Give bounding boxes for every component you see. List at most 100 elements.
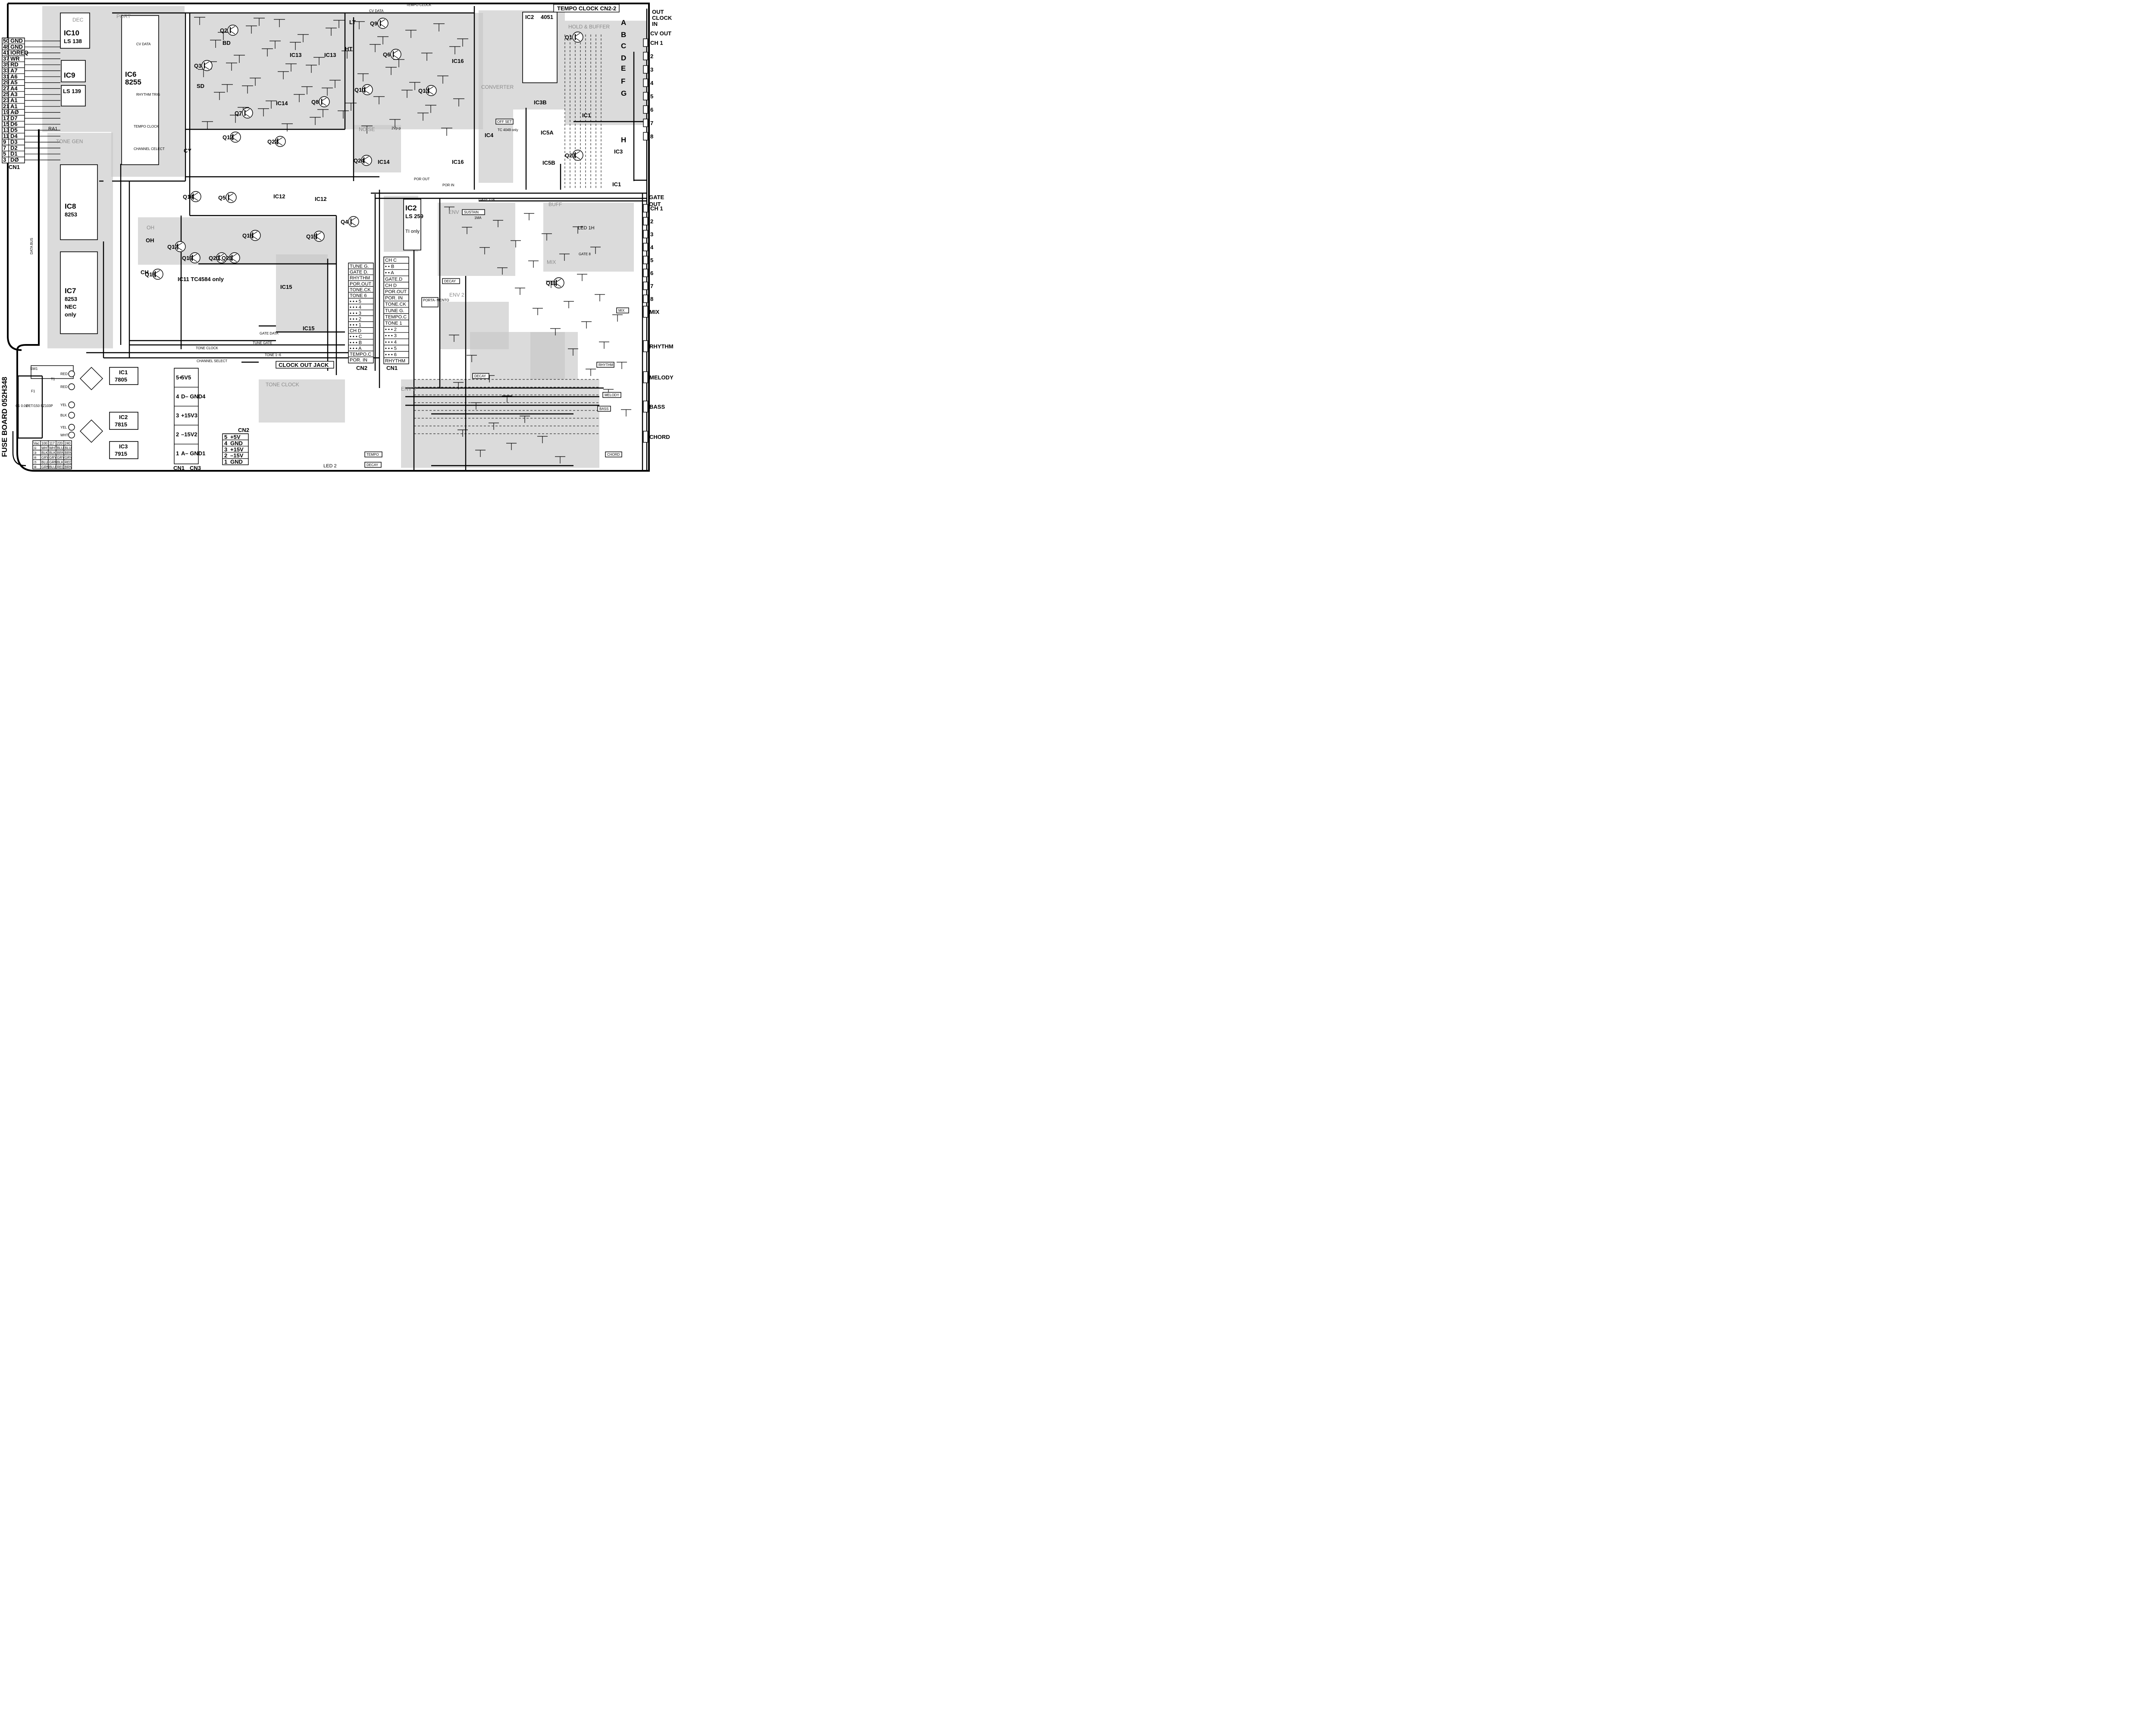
volt-cell: BRN [65, 451, 72, 455]
cn1-pin-name: A5 [10, 79, 18, 86]
tone-clock-signal: TONE CLOCK [196, 346, 219, 350]
regulator-name: IC3 [119, 443, 128, 450]
ic2-4051-name: IC2 [525, 14, 534, 20]
cn1-mid-pin: CH C [385, 258, 397, 263]
regulator-part: 7815 [115, 421, 127, 428]
power-cn2-name: GND [230, 440, 243, 446]
gate-out-channel: 5 [650, 257, 653, 263]
cn1-pin-number: 31 [3, 73, 9, 80]
volt-cell: BLU [41, 460, 48, 464]
ic4-label: IC4 [485, 132, 494, 138]
ic3b-label: IC3B [534, 99, 547, 106]
hold-letter: F [621, 77, 625, 85]
volt-cell: GRY [49, 456, 57, 460]
sustain-label: SUSTAIN [464, 210, 479, 214]
cn1-pin-name: A7 [10, 67, 18, 74]
transistor-label: Q16 [242, 232, 253, 239]
hold-letter: A [621, 19, 626, 27]
power-cn2-pin: 5 [224, 434, 227, 440]
power-cn2-name: +15V [230, 446, 244, 453]
cn1-pin-name: D1 [10, 150, 18, 157]
power-cn2-pin: 4 [224, 440, 228, 446]
volt-cell: RED [65, 460, 72, 464]
cn2-mid-pin: • • • 1 [350, 322, 361, 328]
volt-header: 220 [57, 441, 63, 445]
cn1-pin-number: 37 [3, 55, 9, 62]
hold-letter: B [621, 31, 626, 39]
volt-cell: WHT [41, 446, 49, 450]
cn1-pin-number: 41 [3, 50, 9, 56]
cn1-pin-number: 23 [3, 97, 9, 103]
cn1-mid-pin: • • • 4 [385, 340, 397, 345]
gate-out-2: OUT [649, 201, 661, 207]
ic10-name: IC10 [64, 29, 79, 37]
drum-cy: CY [184, 147, 191, 154]
cn1-mid-pin: • • • 6 [385, 352, 397, 357]
cn1-pin-number: 29 [3, 79, 9, 86]
cn2-mid-pin: TEMPO.C [350, 352, 371, 357]
led1h-label: LED 1H [578, 225, 595, 231]
ic6-rhythm-label: RHYTHM TRIG [136, 93, 160, 97]
ic3-label: IC3 [614, 148, 623, 155]
cn1-pin-number: 35 [3, 61, 9, 68]
cn3-power-label: CN3 [190, 465, 201, 471]
gate-out-channel: 6 [650, 270, 653, 276]
volt-cell: BLU [65, 446, 72, 450]
out-clock-label: OUT [652, 9, 664, 15]
volt-cell: WHT [49, 446, 57, 450]
power-cn1-left: 4 [176, 393, 179, 400]
tune-gate-signal: TUNE GATE [253, 341, 272, 345]
ic16-label: IC16 [452, 58, 464, 64]
volt-cell: ④ [34, 456, 37, 460]
ic8-name: IC8 [65, 202, 76, 210]
cv-out-channel: 7 [650, 120, 653, 126]
volt-header: Vac [34, 441, 39, 445]
volt-header: 117 [49, 441, 55, 445]
volt-cell: BLK [57, 460, 64, 464]
f1-label: F1 [31, 389, 35, 393]
cn1-pin-name: IOREQ [10, 50, 28, 56]
cn1-pin-name: A6 [10, 73, 18, 80]
audio-out-label: RHYTHM [649, 343, 674, 350]
decay-label: DECAY [444, 279, 456, 283]
wiring-traces [86, 6, 648, 470]
cn1-pin-name: A1 [10, 103, 18, 110]
ic2-ls259-name: IC2 [405, 204, 417, 212]
volt-cell: RED [57, 465, 64, 469]
gate-out-channel: 3 [650, 231, 653, 238]
t1-label: T1 [51, 377, 55, 381]
decay2-label: DECAY [474, 374, 486, 378]
led2-label: LED 2 [323, 463, 337, 469]
cn1-pin-number: 17 [3, 115, 9, 121]
volt-cell: BLU [57, 446, 64, 450]
transistor-label: Q20 [209, 255, 219, 261]
tempo-knob-label: TEMPO [367, 453, 379, 457]
cn1-mid-pin: • • • 3 [385, 333, 397, 338]
cn1-pin-number: 48 [3, 44, 9, 50]
cn1-pin-name: D6 [10, 121, 18, 127]
oh-ghost: OH [147, 225, 154, 231]
data-bus-label: DATA BUS [30, 238, 34, 254]
ic5a-label: IC5A [541, 129, 554, 136]
board-title: FUSE BOARD 052H348 [0, 377, 9, 457]
cn1-pin-name: D7 [10, 115, 18, 121]
ic6-name: IC6 [125, 70, 136, 78]
power-cn1-right: D– GND4 [181, 393, 206, 400]
drum-lt: LT [349, 19, 356, 25]
wire-color: YEL [60, 426, 67, 429]
cn1-mid-pin: TUNE G. [385, 308, 404, 313]
transistor-label: Q18 [145, 271, 156, 278]
drum-ht: HT [345, 46, 352, 52]
transistor-label: Q8 [311, 99, 319, 105]
transistor-label: Q14 [183, 194, 194, 200]
transistor-label: Q11 [546, 280, 556, 286]
power-cn2-pin: 2 [224, 452, 227, 459]
cn2-power-label: CN2 [238, 427, 249, 433]
transistor-label: Q7 [235, 110, 242, 116]
ic1-label: IC1 [582, 112, 591, 119]
volt-header: 100 [41, 441, 47, 445]
cv-data-signal: CV DATA [369, 9, 384, 13]
